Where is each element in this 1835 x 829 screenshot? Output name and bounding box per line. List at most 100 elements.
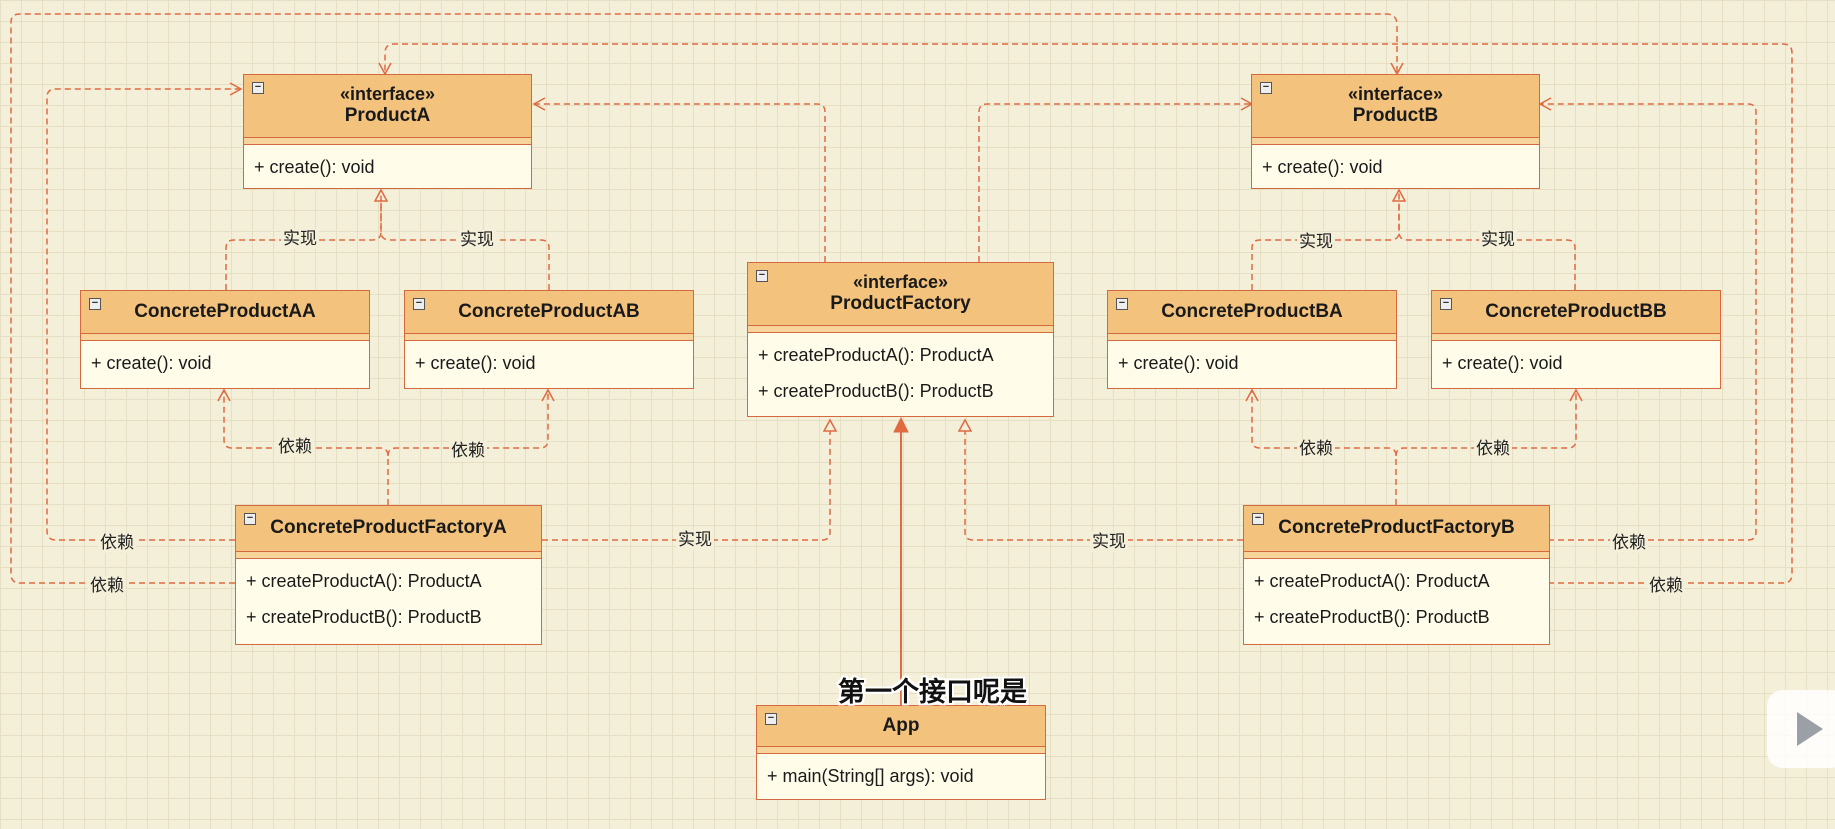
- method-compartment: + create(): void: [244, 145, 531, 189]
- class-concreteproductab[interactable]: − ConcreteProductAB + create(): void: [404, 290, 694, 389]
- attribute-compartment: [748, 326, 1053, 333]
- method-row: + main(String[] args): void: [767, 766, 974, 786]
- collapse-icon[interactable]: −: [756, 270, 768, 282]
- attribute-compartment: [1244, 552, 1549, 559]
- label-realize-ba: 实现: [1297, 232, 1335, 252]
- edge-fa-depend-productb-outer: [10, 13, 1404, 584]
- method-row: + createProductB(): ProductB: [1254, 607, 1490, 627]
- class-name: ProductB: [1352, 105, 1439, 127]
- method-row: + createProductB(): ProductB: [758, 381, 994, 401]
- collapse-icon[interactable]: −: [1260, 82, 1272, 94]
- method-compartment: + create(): void: [1108, 341, 1396, 385]
- edge-fb-depend-productb-inner: [1538, 97, 1757, 541]
- label-realize-fb-factory: 实现: [1090, 532, 1128, 552]
- edge-fa-depend-ab: [387, 388, 555, 457]
- label-depend-fa-outer: 依赖: [88, 576, 126, 596]
- method-row: + create(): void: [91, 353, 212, 373]
- method-compartment: + create(): void: [405, 341, 693, 385]
- collapse-icon[interactable]: −: [244, 513, 256, 525]
- edge-factory-depend-producta: [532, 97, 826, 262]
- attribute-compartment: [757, 747, 1045, 754]
- class-name: ConcreteProductBB: [1485, 300, 1667, 322]
- class-header: − App: [757, 706, 1045, 747]
- attribute-compartment: [405, 334, 693, 341]
- collapse-icon[interactable]: −: [1116, 298, 1128, 310]
- play-icon[interactable]: [1767, 690, 1835, 768]
- label-depend-ab: 依赖: [449, 441, 487, 461]
- method-compartment: + createProductA(): ProductA + createPro…: [236, 559, 541, 639]
- method-row: + create(): void: [1442, 353, 1563, 373]
- class-concreteproductfactoryb[interactable]: − ConcreteProductFactoryB + createProduc…: [1243, 505, 1550, 645]
- class-header: − ConcreteProductAA: [81, 291, 369, 334]
- class-productfactory[interactable]: − «interface» ProductFactory + createPro…: [747, 262, 1054, 417]
- class-name: ProductFactory: [830, 293, 971, 315]
- class-header: − «interface» ProductB: [1252, 75, 1539, 138]
- class-name: ConcreteProductBA: [1161, 300, 1343, 322]
- collapse-icon[interactable]: −: [89, 298, 101, 310]
- collapse-icon[interactable]: −: [1252, 513, 1264, 525]
- class-header: − ConcreteProductFactoryB: [1244, 506, 1549, 552]
- method-row: + create(): void: [1118, 353, 1239, 373]
- label-realize-aa: 实现: [281, 229, 319, 249]
- class-header: − ConcreteProductFactoryA: [236, 506, 541, 552]
- class-concreteproductba[interactable]: − ConcreteProductBA + create(): void: [1107, 290, 1397, 389]
- stereotype-label: «interface»: [852, 271, 949, 292]
- method-compartment: + create(): void: [1432, 341, 1720, 385]
- class-productb[interactable]: − «interface» ProductB + create(): void: [1251, 74, 1540, 189]
- stereotype-label: «interface»: [339, 83, 436, 104]
- class-header: − ConcreteProductAB: [405, 291, 693, 334]
- method-row: + create(): void: [1262, 157, 1383, 177]
- method-compartment: + createProductA(): ProductA + createPro…: [1244, 559, 1549, 639]
- attribute-compartment: [244, 138, 531, 145]
- class-header: − ConcreteProductBB: [1432, 291, 1720, 334]
- method-row: + create(): void: [415, 353, 536, 373]
- class-header: − «interface» ProductA: [244, 75, 531, 138]
- edge-fa-depend-producta-inner: [46, 82, 243, 541]
- edge-ba-realize-productb: [1251, 190, 1399, 290]
- label-depend-bb: 依赖: [1474, 439, 1512, 459]
- method-compartment: + createProductA(): ProductA + createPro…: [748, 333, 1053, 413]
- method-compartment: + create(): void: [1252, 145, 1539, 189]
- label-realize-fa-factory: 实现: [676, 530, 714, 550]
- attribute-compartment: [236, 552, 541, 559]
- label-depend-aa: 依赖: [276, 437, 314, 457]
- video-subtitle: 第一个接口呢是: [838, 677, 1027, 708]
- collapse-icon[interactable]: −: [252, 82, 264, 94]
- class-name: ConcreteProductAA: [134, 300, 316, 322]
- class-header: − ConcreteProductBA: [1108, 291, 1396, 334]
- class-concreteproductbb[interactable]: − ConcreteProductBB + create(): void: [1431, 290, 1721, 389]
- collapse-icon[interactable]: −: [413, 298, 425, 310]
- collapse-icon[interactable]: −: [1440, 298, 1452, 310]
- label-depend-ba: 依赖: [1297, 439, 1335, 459]
- label-depend-fa-inner: 依赖: [98, 533, 136, 553]
- label-realize-ab: 实现: [458, 230, 496, 250]
- class-app[interactable]: − App + main(String[] args): void: [756, 705, 1046, 800]
- collapse-icon[interactable]: −: [765, 713, 777, 725]
- attribute-compartment: [1432, 334, 1720, 341]
- method-compartment: + main(String[] args): void: [757, 754, 1045, 798]
- method-row: + create(): void: [254, 157, 375, 177]
- class-header: − «interface» ProductFactory: [748, 263, 1053, 326]
- edge-fb-depend-producta-outer: [378, 43, 1793, 584]
- method-row: + createProductA(): ProductA: [246, 571, 482, 591]
- method-row: + createProductB(): ProductB: [246, 607, 482, 627]
- attribute-compartment: [81, 334, 369, 341]
- attribute-compartment: [1108, 334, 1396, 341]
- class-name: ProductA: [344, 105, 431, 127]
- class-name: ConcreteProductFactoryA: [270, 517, 507, 539]
- class-concreteproductfactorya[interactable]: − ConcreteProductFactoryA + createProduc…: [235, 505, 542, 645]
- label-depend-fb-inner: 依赖: [1610, 533, 1648, 553]
- label-depend-fb-outer: 依赖: [1647, 576, 1685, 596]
- class-concreteproductaa[interactable]: − ConcreteProductAA + create(): void: [80, 290, 370, 389]
- method-row: + createProductA(): ProductA: [758, 345, 994, 365]
- edge-factory-depend-productb: [978, 97, 1254, 262]
- method-row: + createProductA(): ProductA: [1254, 571, 1490, 591]
- edge-fa-realize-factory: [542, 420, 830, 541]
- class-producta[interactable]: − «interface» ProductA + create(): void: [243, 74, 532, 189]
- stereotype-label: «interface»: [1347, 83, 1444, 104]
- class-name: ConcreteProductAB: [458, 300, 640, 322]
- edge-fb-depend-bb: [1395, 388, 1583, 457]
- method-compartment: + create(): void: [81, 341, 369, 385]
- attribute-compartment: [1252, 138, 1539, 145]
